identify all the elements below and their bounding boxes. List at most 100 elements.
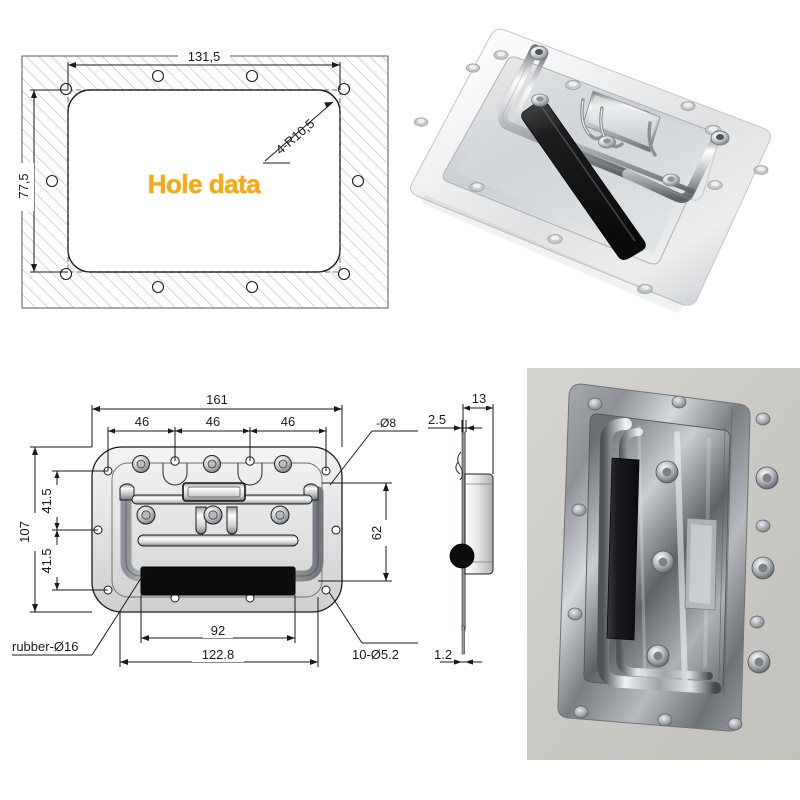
front-view-svg: 161 46 46 46: [12, 391, 418, 667]
photo-hole: [573, 705, 589, 719]
render-hole: [680, 101, 696, 111]
side-handle-profile: [455, 451, 463, 481]
render-handle-inner-rail: [513, 53, 695, 194]
dimension-grip-length: [140, 595, 296, 643]
dim-recess-height-label: 62: [369, 526, 384, 540]
render-hole: [413, 117, 428, 127]
mounting-hole: [59, 82, 73, 96]
render-rivet: [662, 173, 680, 187]
dimension-overall-width: [91, 405, 343, 447]
rivet: [136, 505, 156, 525]
render-hole: [753, 165, 769, 175]
callout-rubber-leader: [12, 571, 146, 656]
latch-prong: [195, 506, 207, 535]
dimension-plate-thickness: [440, 659, 482, 665]
photo-hole: [755, 519, 771, 533]
callout-large-hole-label: -Ø8: [376, 416, 396, 430]
render-hole: [469, 182, 485, 192]
side-view-svg: 13 2.5 1.2: [428, 391, 494, 665]
dim-height-label: 77,5: [16, 173, 31, 198]
photo-hole: [657, 713, 673, 727]
render-rivet: [531, 93, 549, 107]
rivet-group-middle: [136, 505, 290, 525]
photo-latch-strip: [684, 517, 718, 611]
dim-overall-width-label: 161: [206, 392, 228, 407]
side-rubber-grip: [449, 543, 475, 569]
isometric-render: [395, 5, 800, 335]
mounting-hole-group: [45, 69, 365, 294]
dim-flange-step-label: 2.5: [428, 412, 446, 427]
photo-rivet: [755, 466, 779, 490]
callout-mounting-holes-label: 10-Ø5.2: [352, 647, 399, 662]
dimension-flange-step: [428, 420, 482, 432]
dim-pitch-3-label: 46: [281, 414, 295, 429]
callout-large-hole-leader: [329, 430, 418, 486]
render-pivot-lug: [529, 45, 549, 61]
plate-hole: [321, 585, 331, 595]
hole-pattern-svg: 131,5 77,5 4-R10,5 Hole data: [16, 48, 389, 309]
mounting-hole: [45, 174, 59, 188]
photo-handle-bow: [596, 418, 721, 694]
dimension-width: [67, 62, 341, 90]
dim-46a-bg: [128, 413, 156, 428]
front-elevation-drawing: 161 46 46 46: [0, 385, 420, 685]
dim-overall-height-label: 107: [17, 521, 32, 543]
side-flange-tail: [461, 625, 465, 655]
inner-handle-bar: [137, 534, 299, 547]
dim-depth-label: 13: [472, 391, 486, 406]
render-rivet: [598, 135, 616, 149]
render-hole: [466, 63, 481, 73]
cutout-extension-box: [67, 89, 341, 273]
render-hole: [707, 180, 723, 190]
render-rivet-group: [531, 93, 680, 187]
mounting-hole: [151, 69, 165, 83]
dim-pitch-2-label: 46: [206, 414, 220, 429]
dimension-depth: [462, 404, 494, 474]
dim-46c-bg: [274, 413, 302, 428]
dim-92-bg: [203, 622, 233, 638]
render-hole: [565, 80, 581, 91]
photo-rivet-group: [646, 460, 779, 674]
product-photo-svg: [527, 368, 800, 760]
callout-rubber-label: rubber-Ø16: [12, 639, 78, 654]
photo-seam-group: [718, 407, 733, 695]
rivet: [203, 455, 221, 473]
photo-hole: [571, 503, 587, 517]
render-3d-svg: [410, 28, 771, 313]
rivet: [270, 505, 290, 525]
dim-grip-length-label: 92: [211, 623, 225, 638]
plate-hole: [331, 525, 341, 535]
dim-107-bg: [20, 513, 36, 551]
product-photo: [527, 368, 800, 760]
render-spring-prong: [647, 121, 657, 157]
photo-rivet: [655, 460, 679, 484]
mounting-hole: [151, 280, 165, 294]
mounting-hole: [351, 174, 365, 188]
dim-1228-bg: [192, 646, 244, 662]
photo-hole-group: [567, 395, 771, 731]
dim-41a-bg: [43, 485, 58, 517]
photo-rivet: [751, 556, 775, 580]
photo-rivet: [747, 650, 771, 674]
dim-41b-bg: [43, 545, 58, 577]
rivet: [203, 505, 223, 525]
mounting-hole: [245, 69, 259, 83]
photo-hole: [749, 615, 765, 629]
rivet-group-top: [132, 455, 292, 473]
centre-latch-block: [182, 482, 246, 502]
render-hole: [493, 50, 509, 60]
hole-pattern-drawing: 131,5 77,5 4-R10,5 Hole data: [0, 18, 410, 338]
dim-half-height-top-label: 41.5: [39, 488, 54, 513]
dim-recess-width-label: 122.8: [202, 647, 235, 662]
photo-hole: [671, 395, 687, 409]
dim-width-label: 131,5: [188, 49, 221, 64]
dim-13-bg: [468, 391, 490, 406]
dim-46b-bg: [199, 413, 227, 428]
render-pivot-lug-group: [529, 45, 730, 146]
dimension-corner-radius-leader: [263, 101, 334, 164]
photo-rivet: [651, 550, 675, 574]
photo-rubber-grip: [606, 457, 640, 641]
latch-prong-group: [195, 506, 238, 535]
dim-width-label-bg: [178, 48, 230, 64]
